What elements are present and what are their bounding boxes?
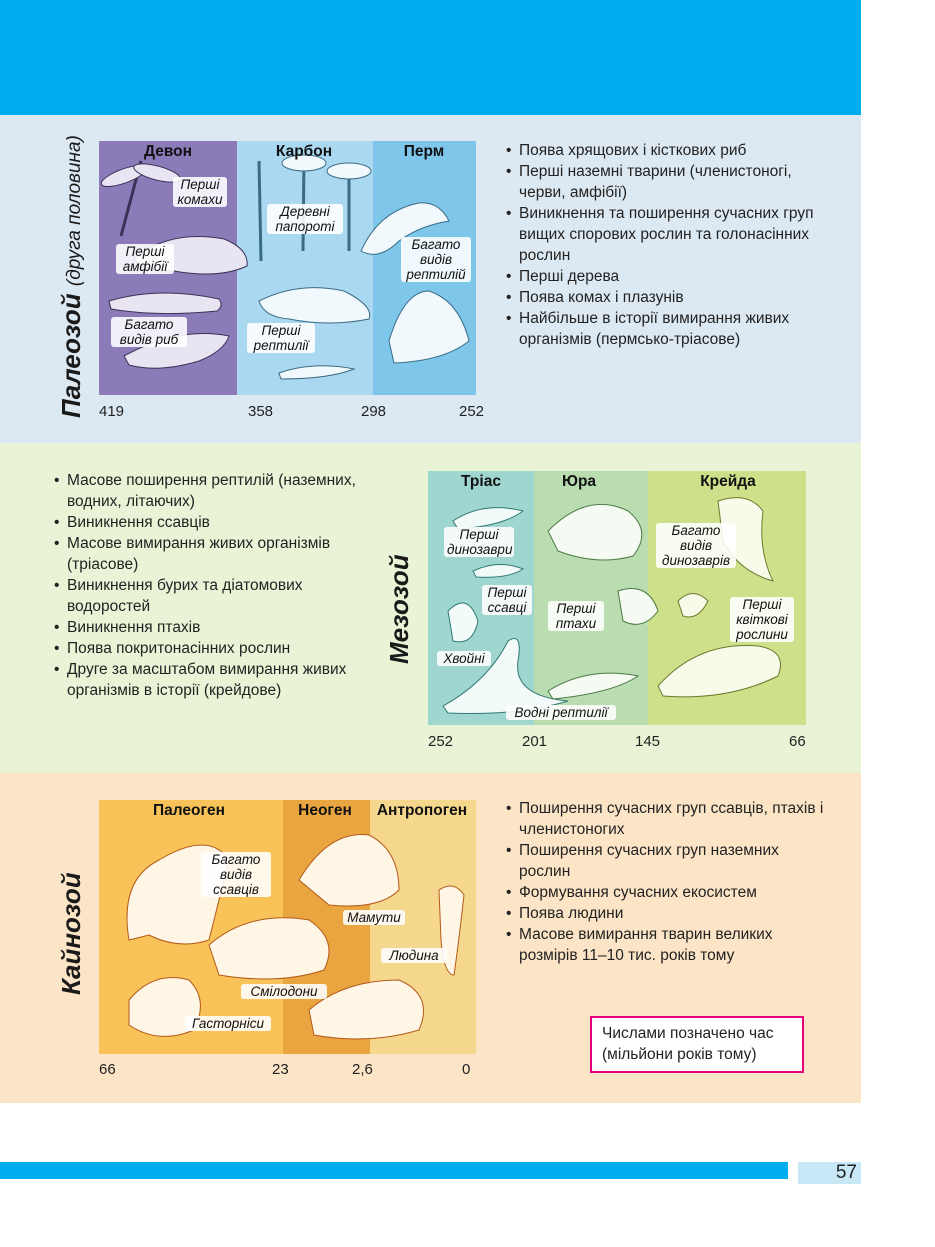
dimetrodon-image — [388, 290, 470, 364]
cenozoic-facts-list: Поширення сучасних груп ссавців, птахів … — [506, 798, 826, 966]
period-label-kreyda: Крейда — [700, 473, 756, 490]
note-many-dinosaurs: Багато видів динозаврів — [656, 523, 736, 568]
note-first-mammals: Перші ссавці — [482, 585, 532, 615]
period-label-paleogen: Палеоген — [153, 802, 225, 819]
paleozoic-timeline-panel: Девон Карбон Перм Перші комахи Перші амф… — [99, 141, 476, 395]
fact-item: Найбільше в історії вимирання живих орга… — [506, 308, 836, 350]
fact-item: Поява комах і плазунів — [506, 287, 836, 308]
fact-item: Друге за масштабом вимирання живих орган… — [54, 659, 372, 701]
fact-item: Поява покритонасінних рослин — [54, 638, 372, 659]
fact-item: Перші наземні тварини (членистоногі, чер… — [506, 161, 836, 203]
conifer-image — [447, 602, 479, 643]
header-band — [0, 0, 861, 115]
fish-image-1 — [108, 292, 222, 315]
note-conifers: Хвойні — [437, 651, 491, 666]
period-label-devon: Девон — [143, 143, 192, 160]
page-number-box: 57 — [798, 1162, 861, 1184]
note-many-reptiles: Багато видів рептилій — [401, 237, 471, 282]
fact-item: Виникнення птахів — [54, 617, 372, 638]
axis-label: 419 — [99, 403, 125, 420]
note-water-reptiles: Водні рептилії — [506, 705, 616, 720]
cenozoic-timeline-panel: Палеоген Неоген Антропоген Багато видів … — [99, 800, 476, 1054]
note-mammoths: Мамути — [343, 910, 405, 925]
fact-item: Формування сучасних екосистем — [506, 882, 826, 903]
triceratops-image — [657, 645, 781, 698]
legend-text: Числами позначено час (мільйони років то… — [602, 1025, 774, 1063]
note-flowering-plants: Перші квіткові рослини — [730, 597, 794, 642]
cenozoic-illustrations — [126, 834, 465, 1040]
mammoth-image — [298, 834, 400, 907]
plesiosaur-image — [442, 638, 569, 714]
fact-item: Виникнення бурих та діатомових водоросте… — [54, 575, 372, 617]
mesozoic-timeline-panel: Тріас Юра Крейда Перші динозаври Перші с… — [428, 471, 806, 725]
early-mammal-image — [472, 564, 525, 578]
fact-item: Перші дерева — [506, 266, 836, 287]
ichthyosaur-image — [547, 672, 640, 700]
fact-item: Поширення сучасних груп ссавців, птахів … — [506, 798, 826, 840]
woolly-rhino-image — [308, 979, 424, 1040]
axis-label: 252 — [459, 403, 485, 420]
note-tree-ferns: Деревні папороті — [267, 204, 343, 234]
axis-label: 252 — [428, 733, 454, 750]
tyrannosaurus-image — [717, 497, 774, 582]
footer-bar — [0, 1162, 788, 1179]
note-first-amphibians: Перші амфібії — [116, 244, 174, 274]
axis-label: 145 — [635, 733, 661, 750]
period-label-antropogen: Антропоген — [376, 802, 468, 819]
fact-item: Масове вимирання живих організмів (тріас… — [54, 533, 372, 575]
note-gastornis: Гасторніси — [185, 1016, 271, 1031]
gastornis-image — [128, 977, 201, 1037]
lizard-image — [278, 365, 356, 380]
fact-item: Виникнення та поширення сучасних груп ви… — [506, 203, 836, 266]
mesozoic-illustrations — [442, 497, 781, 714]
axis-label: 66 — [99, 1061, 116, 1078]
note-first-birds: Перші птахи — [548, 601, 604, 631]
period-label-carbon: Карбон — [275, 143, 333, 160]
note-first-reptiles: Перші рептилії — [247, 323, 315, 353]
early-dinosaur-image — [452, 507, 525, 530]
mesozoic-facts-list: Масове поширення рептилій (наземних, вод… — [54, 470, 372, 701]
axis-label: 358 — [248, 403, 274, 420]
pelycosaur-image — [258, 287, 371, 324]
cenozoic-title-text: Кайнозой — [56, 872, 86, 995]
cenozoic-title: Кайнозой — [56, 872, 87, 995]
axis-label: 298 — [361, 403, 387, 420]
axis-label: 66 — [789, 733, 806, 750]
flower-image — [677, 593, 709, 618]
mesozoic-title-text: Мезозой — [384, 554, 414, 664]
axis-label: 201 — [522, 733, 548, 750]
period-label-trias: Тріас — [461, 473, 501, 490]
paleozoic-title: Палеозой (друга половина) — [56, 135, 87, 418]
period-label-jura: Юра — [561, 473, 597, 490]
legend-box: Числами позначено час (мільйони років то… — [590, 1016, 804, 1073]
fact-item: Виникнення ссавців — [54, 512, 372, 533]
tree-fern-image — [257, 154, 372, 262]
note-smilodons: Сміло­дони — [241, 984, 327, 999]
paleozoic-facts-list: Поява хрящових і кісткових риб Перші наз… — [506, 140, 836, 350]
axis-label: 0 — [462, 1061, 471, 1078]
page-number: 57 — [835, 1162, 857, 1183]
period-label-neogen: Неоген — [298, 802, 352, 819]
note-many-mammals: Багато видів ссавців — [201, 852, 271, 897]
fact-item: Масове вимирання тварин великих розмірів… — [506, 924, 826, 966]
axis-label: 2,6 — [352, 1061, 373, 1078]
fact-item: Масове поширення рептилій (наземних, вод… — [54, 470, 372, 512]
note-many-fish: Багато видів риб — [111, 317, 187, 347]
dragonfly-image — [100, 160, 181, 237]
stegosaurus-image — [547, 503, 643, 561]
note-first-dinosaurs: Перші динозаври — [444, 527, 514, 557]
smilodon-image — [208, 917, 330, 980]
axis-label: 23 — [272, 1061, 289, 1078]
note-first-insects: Перші комахи — [173, 177, 227, 207]
archaeopteryx-image — [617, 588, 659, 625]
note-human: Людина — [381, 948, 447, 963]
paleozoic-title-text: Палеозой — [56, 293, 86, 418]
fact-item: Поширення сучасних груп наземних рослин — [506, 840, 826, 882]
paleozoic-subtitle: (друга половина) — [64, 135, 85, 287]
mesozoic-title: Мезозой — [384, 554, 415, 664]
fact-item: Поява хрящових і кісткових риб — [506, 140, 836, 161]
fact-item: Поява людини — [506, 903, 826, 924]
period-label-perm: Перм — [403, 143, 445, 160]
reptile-image — [360, 202, 450, 255]
